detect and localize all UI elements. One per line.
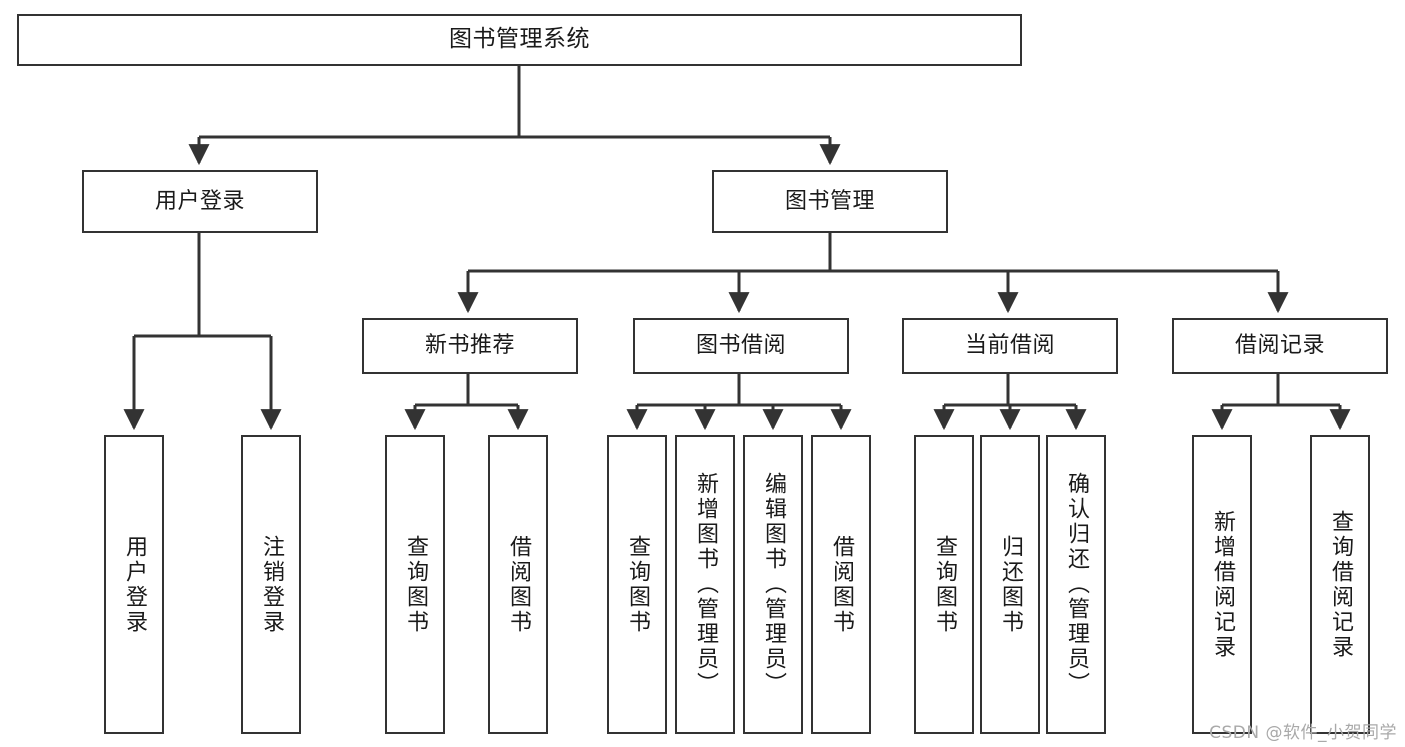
leaf-borrow-edit-book-label: 编辑图书（管理员）: [760, 472, 786, 697]
leaf-current-return-book-label: 归还图书: [997, 534, 1023, 635]
leaf-user-login-login[interactable]: 用户登录: [104, 435, 164, 734]
leaf-current-return-book[interactable]: 归还图书: [980, 435, 1040, 734]
node-user-login-label: 用户登录: [154, 188, 245, 214]
leaf-user-login-login-label: 用户登录: [121, 534, 147, 635]
leaf-user-login-logout-label: 注销登录: [258, 534, 284, 635]
leaf-borrow-add-book[interactable]: 新增图书（管理员）: [675, 435, 735, 734]
leaf-current-confirm-return-label: 确认归还（管理员）: [1063, 472, 1089, 697]
leaf-borrow-add-book-label: 新增图书（管理员）: [692, 472, 718, 697]
leaf-borrow-query-book[interactable]: 查询图书: [607, 435, 667, 734]
node-current-borrow[interactable]: 当前借阅: [902, 318, 1118, 374]
leaf-current-confirm-return[interactable]: 确认归还（管理员）: [1046, 435, 1106, 734]
node-borrow-record-label: 借阅记录: [1234, 333, 1325, 359]
node-root-system[interactable]: 图书管理系统: [17, 14, 1022, 66]
leaf-borrow-edit-book[interactable]: 编辑图书（管理员）: [743, 435, 803, 734]
leaf-recommend-borrow-book[interactable]: 借阅图书: [488, 435, 548, 734]
node-borrow-record[interactable]: 借阅记录: [1172, 318, 1388, 374]
leaf-record-add-record-label: 新增借阅记录: [1209, 509, 1235, 660]
leaf-borrow-query-book-label: 查询图书: [624, 534, 650, 635]
leaf-recommend-query-book-label: 查询图书: [402, 534, 428, 635]
node-current-borrow-label: 当前借阅: [964, 333, 1055, 359]
leaf-recommend-borrow-book-label: 借阅图书: [505, 534, 531, 635]
leaf-recommend-query-book[interactable]: 查询图书: [385, 435, 445, 734]
leaf-record-query-record-label: 查询借阅记录: [1327, 509, 1353, 660]
leaf-borrow-borrow-book-label: 借阅图书: [828, 534, 854, 635]
csdn-watermark: CSDN @软件_小贺同学: [1209, 723, 1397, 743]
leaf-borrow-borrow-book[interactable]: 借阅图书: [811, 435, 871, 734]
node-book-borrow-label: 图书借阅: [695, 333, 786, 359]
leaf-current-query-book-label: 查询图书: [931, 534, 957, 635]
leaf-user-login-logout[interactable]: 注销登录: [241, 435, 301, 734]
leaf-record-add-record[interactable]: 新增借阅记录: [1192, 435, 1252, 734]
node-book-manage[interactable]: 图书管理: [712, 170, 948, 233]
node-new-book-recommend-label: 新书推荐: [424, 333, 515, 359]
node-book-manage-label: 图书管理: [784, 188, 875, 214]
leaf-record-query-record[interactable]: 查询借阅记录: [1310, 435, 1370, 734]
node-book-borrow[interactable]: 图书借阅: [633, 318, 849, 374]
node-root-system-label: 图书管理系统: [449, 26, 590, 53]
node-new-book-recommend[interactable]: 新书推荐: [362, 318, 578, 374]
leaf-current-query-book[interactable]: 查询图书: [914, 435, 974, 734]
node-user-login[interactable]: 用户登录: [82, 170, 318, 233]
